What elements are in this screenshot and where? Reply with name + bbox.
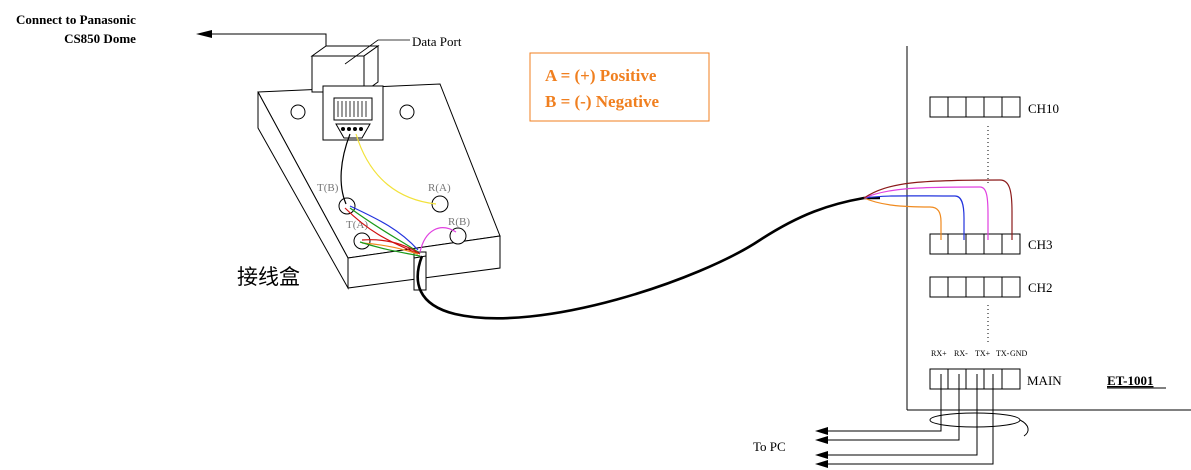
terminal-block-ch10 bbox=[929, 96, 1021, 118]
channel-label-ch10: CH10 bbox=[1028, 101, 1059, 116]
legend-line-a: A = (+) Positive bbox=[545, 66, 657, 85]
terminal-label-ra: R(A) bbox=[428, 182, 451, 194]
data-port bbox=[310, 45, 384, 141]
terminal-block-main bbox=[929, 368, 1021, 390]
to-pc-label: To PC bbox=[753, 439, 786, 454]
main-pin-rx-minus: RX- bbox=[954, 349, 968, 358]
terminal-label-rb: R(B) bbox=[448, 216, 470, 228]
legend-box: A = (+) Positive B = (-) Negative bbox=[529, 52, 710, 122]
connect-label-line2: CS850 Dome bbox=[64, 31, 136, 46]
pc-wires bbox=[826, 374, 1029, 465]
terminal-label-ta: T(A) bbox=[346, 219, 368, 231]
junction-box bbox=[257, 83, 501, 291]
main-pin-tx-minus: TX- bbox=[996, 349, 1010, 358]
ch3-wires bbox=[863, 179, 1013, 240]
main-pin-tx-plus: TX+ bbox=[975, 349, 991, 358]
device-name: ET-1001 bbox=[1107, 373, 1153, 388]
terminal-block-ch2 bbox=[929, 276, 1021, 298]
channel-label-main: MAIN bbox=[1027, 373, 1062, 388]
channel-label-ch2: CH2 bbox=[1028, 280, 1053, 295]
data-port-label: Data Port bbox=[412, 34, 462, 49]
main-cable bbox=[416, 196, 880, 320]
junction-box-label: 接线盒 bbox=[237, 265, 300, 289]
legend-line-b: B = (-) Negative bbox=[545, 92, 659, 111]
terminal-holes bbox=[338, 195, 467, 250]
data-port-leader bbox=[344, 39, 410, 65]
pc-arrowheads bbox=[815, 427, 828, 468]
channel-label-ch3: CH3 bbox=[1028, 237, 1053, 252]
terminal-label-tb: T(B) bbox=[317, 182, 339, 194]
device-frame bbox=[906, 46, 1191, 411]
main-pin-rx-plus: RX+ bbox=[931, 349, 947, 358]
connect-arrow bbox=[196, 30, 327, 50]
main-pin-gnd: GND bbox=[1010, 349, 1028, 358]
connect-label-line1: Connect to Panasonic bbox=[16, 12, 136, 27]
junction-wires bbox=[340, 133, 457, 257]
terminal-block-ch3 bbox=[929, 233, 1021, 255]
